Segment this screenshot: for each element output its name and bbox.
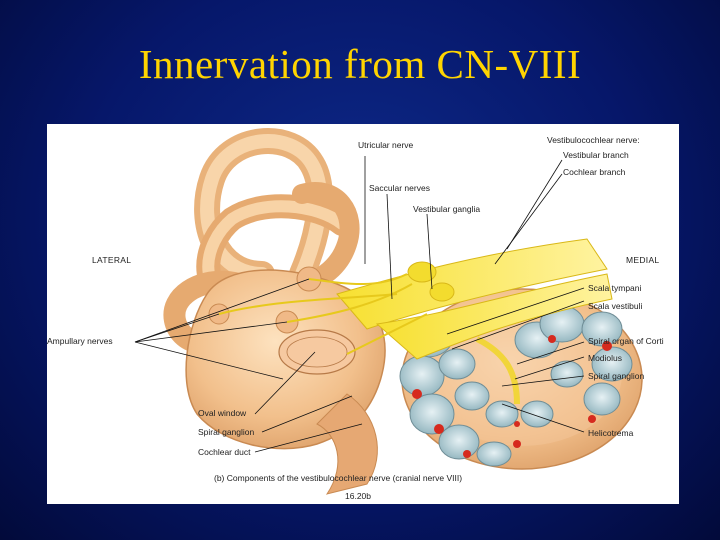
label-scala-vestibuli: Scala vestibuli <box>588 301 643 311</box>
label-medial: MEDIAL <box>626 255 660 265</box>
label-modiolus: Modiolus <box>588 353 623 363</box>
inner-ear-illustration <box>134 128 643 495</box>
label-cochlear-duct: Cochlear duct <box>198 447 251 457</box>
vestibulocochlear-nerve <box>218 238 613 360</box>
figure-caption: (b) Components of the vestibulocochlear … <box>214 473 463 483</box>
label-vestibular-branch: Vestibular branch <box>563 150 629 160</box>
label-cochlear-branch: Cochlear branch <box>563 167 626 177</box>
label-scala-tympani: Scala tympani <box>588 283 642 293</box>
label-saccular-nerves: Saccular nerves <box>369 183 430 193</box>
label-spiral-ganglion-left: Spiral ganglion <box>198 427 255 437</box>
label-oval-window: Oval window <box>198 408 247 418</box>
label-spiral-ganglion-right: Spiral ganglion <box>588 371 645 381</box>
label-vestibular-ganglia: Vestibular ganglia <box>413 204 481 214</box>
slide-title: Innervation from CN-VIII <box>138 41 582 87</box>
label-utricular-nerve: Utricular nerve <box>358 140 414 150</box>
label-vestibulocochlear-nerve: Vestibulocochlear nerve: <box>547 135 640 145</box>
inner-ear-figure: Utricular nerve Vestibulocochlear nerve:… <box>47 124 679 504</box>
label-ampullary-nerves: Ampullary nerves <box>47 336 113 346</box>
vestibule <box>185 266 386 495</box>
label-lateral: LATERAL <box>92 255 132 265</box>
label-spiral-organ-of-corti: Spiral organ of Corti <box>588 336 664 346</box>
leader-lines <box>134 156 585 453</box>
figure-number: 16.20b <box>345 491 371 501</box>
label-helicotrema: Helicotrema <box>588 428 634 438</box>
